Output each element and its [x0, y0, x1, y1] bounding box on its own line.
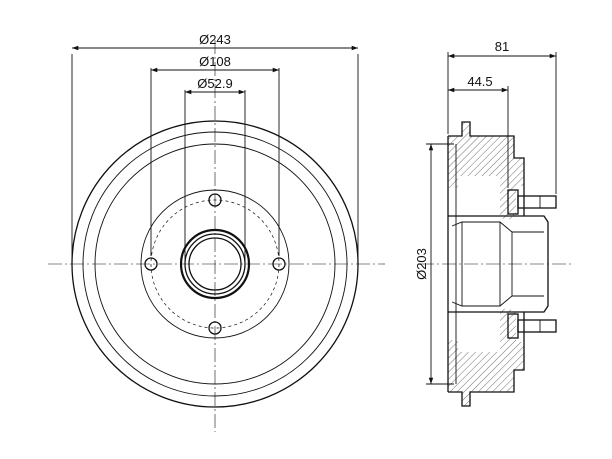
dim-total-width-label: 81: [495, 39, 509, 54]
side-view: 81 44.5 Ø203: [414, 39, 572, 407]
dim-center-bore-label: Ø52.9: [197, 76, 232, 91]
stud-shank-top: [517, 195, 557, 209]
bolt-hole-left: [144, 257, 158, 271]
hub-face-circle: [140, 189, 290, 339]
drum-outer-circle: [71, 120, 359, 408]
bolt-pitch-circle: [150, 199, 280, 329]
front-view: Ø243 Ø108 Ø52.9: [48, 32, 385, 432]
dim-inner-diameter-label: Ø203: [414, 248, 429, 280]
stud-shank-bottom: [517, 319, 557, 333]
bore-bottom-edge: [451, 295, 544, 307]
bolt-hole-right: [272, 257, 286, 271]
center-bore-ring: [184, 233, 246, 295]
drum-inner-rim-circle: [94, 143, 336, 385]
drum-outer-rim-circle: [82, 131, 348, 397]
section-hatch-top: [448, 122, 524, 220]
drum-contour-bottom: [448, 342, 525, 407]
bore-top-edge: [451, 221, 544, 233]
center-bore-inner: [188, 237, 242, 291]
bolt-hole-top: [208, 193, 222, 207]
bolt-hole-bottom: [208, 321, 222, 335]
drum-contour-top: [448, 121, 525, 186]
dim-bolt-circle-label: Ø108: [199, 54, 231, 69]
dim-hub-offset-label: 44.5: [467, 74, 492, 89]
center-bore-outer: [179, 228, 251, 300]
hub-outer-contour: [523, 186, 549, 342]
dim-outer-diameter-label: Ø243: [199, 32, 231, 47]
section-hatch-bottom: [448, 308, 524, 406]
